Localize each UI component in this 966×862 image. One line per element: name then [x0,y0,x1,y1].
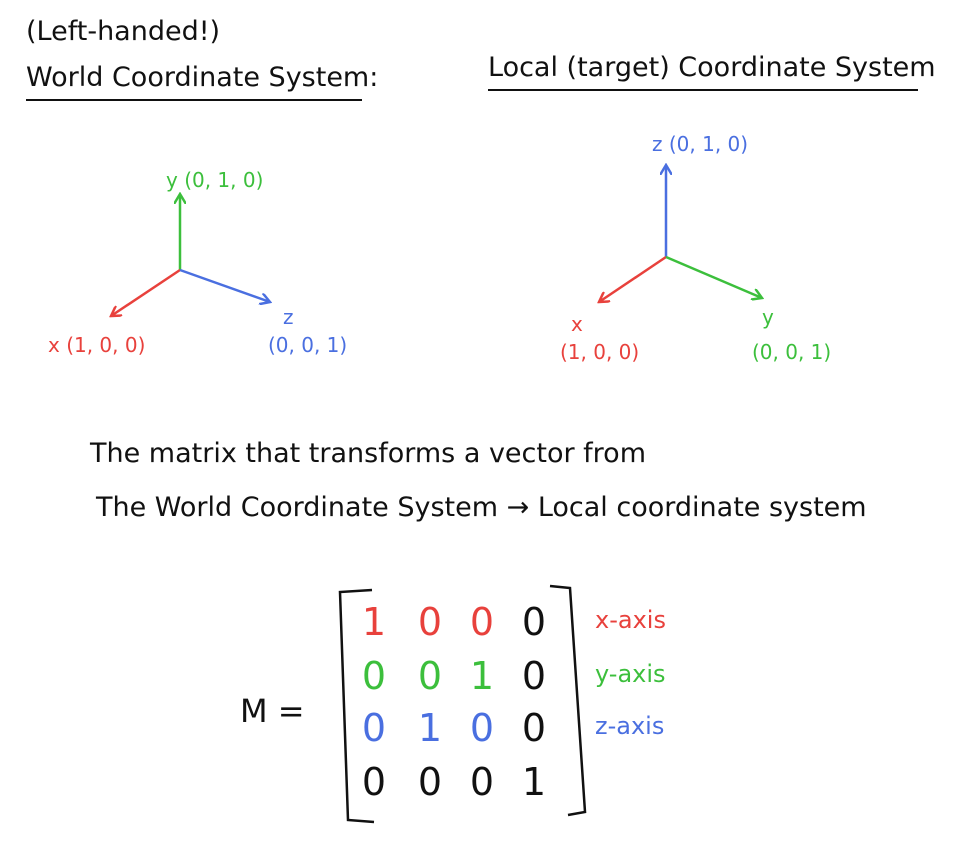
local-x-coords: (1, 0, 0) [560,340,640,364]
world-z-coords: (0, 0, 1) [268,333,348,357]
matrix-cell: 0 [361,654,387,698]
matrix-right-bracket [549,584,587,817]
matrix-cell: 1 [521,760,547,804]
matrix-left-bracket [338,588,375,824]
matrix-cell: 0 [469,600,495,644]
description-line-1: The matrix that transforms a vector from [90,438,647,469]
left-handed-note: (Left-handed!) [26,16,221,47]
matrix-row-label: x-axis [595,606,666,634]
local-title: Local (target) Coordinate System [488,52,936,83]
local-x-name: x [571,312,583,336]
description-line-2: The World Coordinate System → Local coor… [96,492,867,523]
matrix-cell: 0 [361,760,387,804]
local-y-axis-arrow [665,255,762,298]
local-z-label: z (0, 1, 0) [652,132,749,156]
matrix-cell: 0 [469,760,495,804]
world-x-label: x (1, 0, 0) [48,333,146,357]
matrix-cell: 0 [521,706,547,750]
matrix-cell: 1 [469,654,495,698]
world-z-axis-arrow [179,268,270,302]
matrix-cell: 0 [417,654,443,698]
matrix-cell: 1 [417,706,443,750]
local-y-name: y [762,305,774,329]
matrix-cell: 0 [417,600,443,644]
world-x-axis-arrow [111,268,181,316]
world-title: World Coordinate System: [26,62,379,93]
matrix-cell: 0 [417,760,443,804]
matrix-cell: 0 [521,600,547,644]
matrix-cell: 1 [361,600,387,644]
local-x-axis-arrow [599,255,667,302]
world-y-label: y (0, 1, 0) [166,168,264,192]
matrix-cell: 0 [361,706,387,750]
matrix-row-label: y-axis [595,660,666,688]
local-y-coords: (0, 0, 1) [752,340,832,364]
matrix-cell: 0 [469,706,495,750]
matrix-cell: 0 [521,654,547,698]
matrix-row-label: z-axis [595,712,665,740]
world-z-name: z [283,305,294,329]
matrix-name: M = [240,692,305,730]
